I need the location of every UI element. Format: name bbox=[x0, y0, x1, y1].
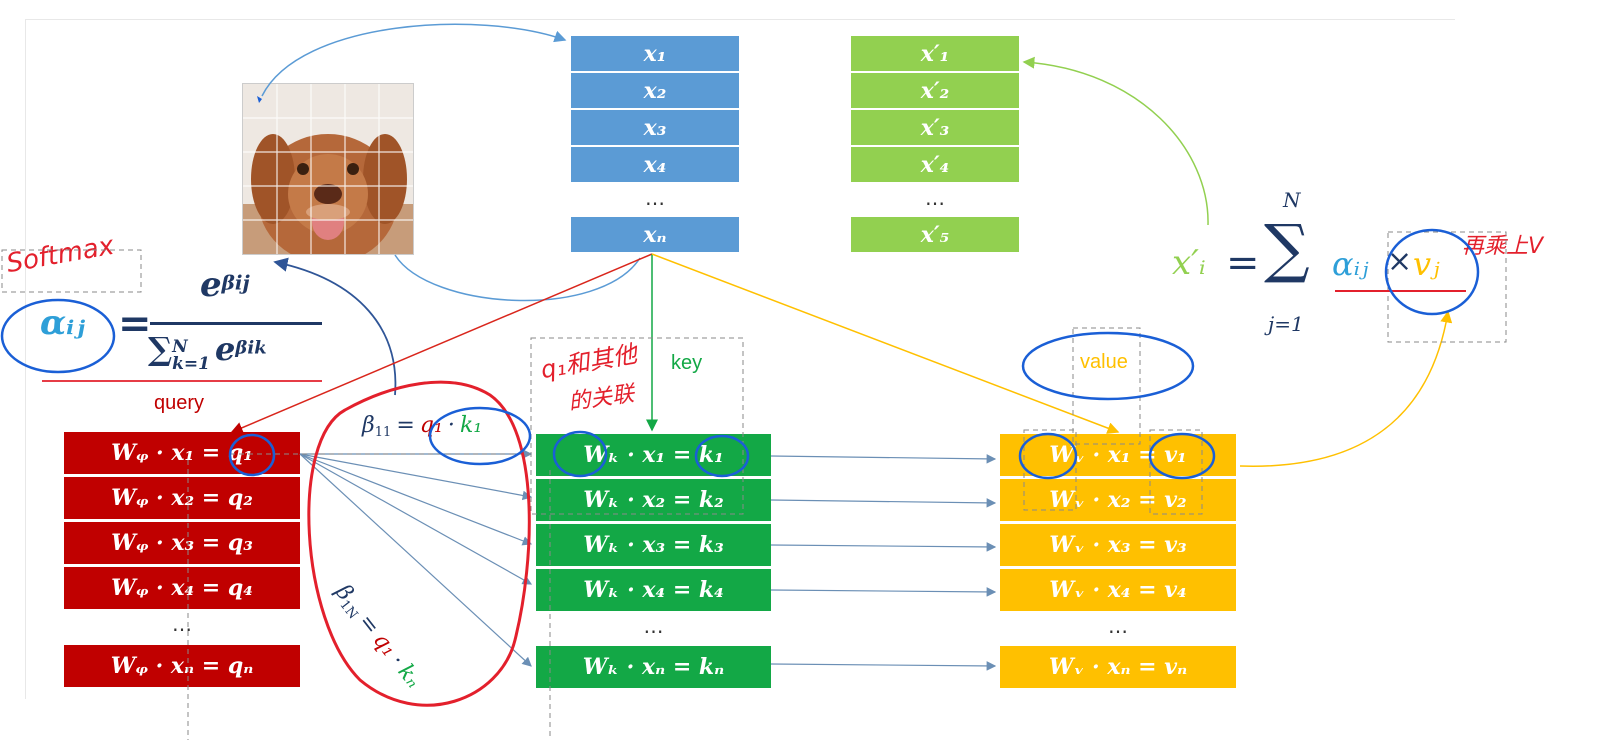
query-row: Wᵩ · x₄ = q₄ bbox=[64, 567, 300, 609]
query-to-image-arrow bbox=[273, 257, 397, 396]
key-row: Wₖ · xₙ = kₙ bbox=[536, 646, 771, 688]
key-dashed-box bbox=[530, 337, 744, 515]
output-sum: ∑ bbox=[1264, 212, 1310, 286]
output-token: x′₃ bbox=[851, 110, 1019, 145]
softmax-dashed-box bbox=[1, 249, 142, 293]
value-label: value bbox=[1080, 351, 1128, 373]
input-to-query-arrow bbox=[230, 253, 653, 434]
k2-v2-arrow bbox=[770, 498, 997, 508]
input-token: xₙ bbox=[571, 217, 739, 252]
value-circle bbox=[1021, 331, 1195, 401]
softmax-lhs: αᵢⱼ bbox=[40, 303, 85, 343]
image-to-input-arrow bbox=[261, 23, 567, 97]
k1-v1-arrow bbox=[770, 454, 997, 464]
formula-to-output-arrow bbox=[1022, 56, 1209, 226]
k1-circle bbox=[694, 434, 750, 478]
input-loop-curve bbox=[394, 254, 641, 302]
output-sum-top: N bbox=[1283, 188, 1301, 212]
output-token: x′₄ bbox=[851, 147, 1019, 182]
left-divider bbox=[25, 19, 26, 699]
input-token: x₃ bbox=[571, 110, 739, 145]
query-row: Wᵩ · x₂ = q₂ bbox=[64, 477, 300, 519]
query-ellipsis: … bbox=[172, 612, 192, 636]
k4-v4-arrow bbox=[770, 587, 997, 597]
key-ellipsis: … bbox=[643, 614, 664, 638]
value-ellipsis: … bbox=[1108, 614, 1128, 638]
value-row: Wᵥ · x₃ = v₃ bbox=[1000, 524, 1236, 566]
q1-circle bbox=[228, 433, 276, 477]
beta-red-loop bbox=[307, 380, 531, 707]
value-row: Wᵥ · x₁ = v₁ bbox=[1000, 434, 1236, 476]
dog-image bbox=[242, 83, 414, 255]
softmax-numerator: eβij bbox=[200, 265, 250, 305]
softmax-den-bottom: k=1 bbox=[172, 353, 210, 374]
softmax-num-exp: βij bbox=[221, 270, 250, 295]
v1-dashed-box bbox=[1023, 429, 1077, 511]
beta11-lhs: β bbox=[362, 413, 375, 438]
beta11-sub: 11 bbox=[374, 425, 392, 441]
input-to-value-arrow bbox=[651, 253, 1120, 434]
beta11-eq: = bbox=[396, 413, 415, 438]
output-token: x′₂ bbox=[851, 73, 1019, 108]
input-token: x₁ bbox=[571, 36, 739, 71]
vj-circle bbox=[1384, 228, 1480, 316]
output-sum-bottom: j=1 bbox=[1268, 312, 1304, 336]
output-times: × bbox=[1387, 244, 1413, 279]
beta11-q: q₁ bbox=[419, 413, 443, 438]
alpha-circle bbox=[0, 298, 116, 374]
output-v: vⱼ bbox=[1413, 245, 1440, 283]
q1-k3-arrow bbox=[299, 453, 533, 546]
q1-k2-arrow bbox=[299, 453, 533, 501]
value-dashed-box bbox=[1072, 327, 1141, 445]
output-ellipsis: … bbox=[925, 186, 945, 210]
value-row: Wᵥ · x₄ = v₄ bbox=[1000, 569, 1236, 611]
key-row: Wₖ · x₄ = k₄ bbox=[536, 569, 771, 611]
softmax-fraction-bar bbox=[150, 322, 322, 325]
w-v-circle bbox=[1018, 432, 1078, 480]
softmax-num-base: e bbox=[200, 265, 222, 305]
key-row: Wₖ · x₂ = k₂ bbox=[536, 479, 771, 521]
output-alpha: αᵢⱼ bbox=[1332, 245, 1369, 283]
input-ellipsis: … bbox=[645, 186, 665, 210]
softmax-eq: = bbox=[118, 300, 152, 347]
output-lhs: x′ᵢ bbox=[1172, 243, 1206, 283]
beta11-formula: β11 = q₁ · k₁ bbox=[362, 413, 482, 440]
query-row: Wᵩ · xₙ = qₙ bbox=[64, 645, 300, 687]
beta11-k: k₁ bbox=[459, 413, 483, 438]
query-row: Wᵩ · x₃ = q₃ bbox=[64, 522, 300, 564]
q1-kN-arrow bbox=[299, 453, 532, 667]
value-row: Wᵥ · xₙ = vₙ bbox=[1000, 646, 1236, 688]
q1-k4-arrow bbox=[299, 453, 533, 585]
query-label: query bbox=[154, 392, 205, 414]
input-token: x₂ bbox=[571, 73, 739, 108]
key-label: key bbox=[671, 352, 703, 374]
softmax-den-top: N bbox=[172, 336, 188, 357]
output-token: x′₅ bbox=[851, 217, 1019, 252]
output-eq: = bbox=[1226, 240, 1260, 286]
v1-circle bbox=[1148, 432, 1216, 480]
softmax-den-term: e bbox=[215, 330, 236, 368]
softmax-den-sum: ∑ bbox=[148, 330, 173, 368]
w-k-circle bbox=[552, 430, 608, 478]
key-row: Wₖ · x₃ = k₃ bbox=[536, 524, 771, 566]
kN-vN-arrow bbox=[770, 661, 997, 671]
top-divider bbox=[25, 19, 1455, 20]
k3-v3-arrow bbox=[770, 542, 997, 552]
q1k1-circle bbox=[428, 406, 532, 466]
query-row: Wᵩ · x₁ = q₁ bbox=[64, 432, 300, 474]
beta11-dot: · bbox=[447, 413, 455, 438]
output-token: x′₁ bbox=[851, 36, 1019, 71]
value-to-formula-arrow bbox=[1239, 310, 1453, 467]
softmax-den-exp: βik bbox=[235, 337, 267, 359]
input-token: x₄ bbox=[571, 147, 739, 182]
value-row: Wᵥ · x₂ = v₂ bbox=[1000, 479, 1236, 521]
v-dashed-box bbox=[1387, 231, 1507, 343]
